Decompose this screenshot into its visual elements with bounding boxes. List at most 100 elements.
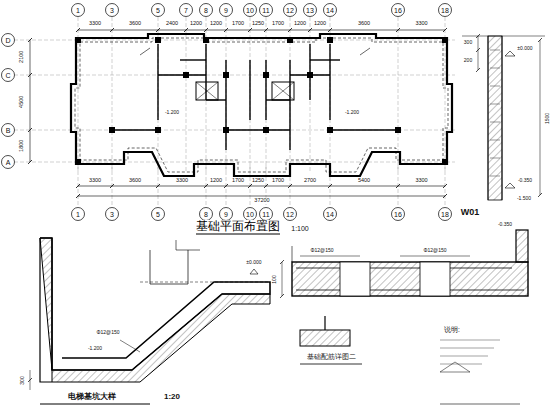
- axis-bubble: [284, 4, 297, 17]
- rebar: [490, 68, 500, 69]
- dim-tick: [443, 184, 447, 188]
- axis-label: 16: [393, 7, 403, 14]
- dimension-text: 2700: [303, 178, 317, 184]
- note-line: [440, 340, 500, 341]
- axis-bubble: [244, 4, 257, 17]
- column: [75, 37, 81, 43]
- axis-label: 10: [245, 7, 255, 14]
- drawing-title: W01: [460, 208, 481, 217]
- dimension-text: ±0.000: [245, 260, 262, 265]
- axis-bubble: [324, 208, 337, 221]
- dim-tick: [280, 260, 284, 264]
- foundation-beam: [265, 60, 266, 120]
- dimension-text: 1700: [231, 178, 245, 184]
- axis-label: 5: [155, 7, 161, 14]
- dim-tick: [204, 184, 208, 188]
- axis-label: A: [5, 159, 12, 166]
- axis-line: [250, 17, 251, 172]
- dim-tick: [76, 184, 80, 188]
- dimension-text: 1250: [251, 178, 265, 184]
- title-underline: [300, 364, 362, 365]
- column: [287, 37, 293, 43]
- axis-label: C: [4, 72, 11, 79]
- title-underline: [196, 234, 280, 235]
- axis-label: 1: [75, 211, 81, 218]
- axis-label: 11: [261, 7, 270, 14]
- rebar: [490, 176, 500, 177]
- note-line: [440, 404, 520, 405]
- axis-label: 3: [109, 7, 115, 14]
- foundation-beam: [112, 129, 158, 130]
- column: [183, 72, 189, 78]
- axis-label: 9: [223, 7, 229, 14]
- level-mark: [250, 269, 258, 274]
- axis-label: 16: [393, 211, 403, 218]
- dimension-text: 2400: [165, 21, 179, 27]
- dimension-text: 3300: [414, 21, 428, 27]
- rebar: [490, 104, 500, 105]
- dimension-text: ±0.000: [516, 46, 533, 51]
- dimension-text: 5400: [357, 178, 371, 184]
- dimension-line: [478, 36, 479, 70]
- pit-detail: [176, 240, 200, 250]
- leader: [300, 256, 360, 257]
- dimension-line: [292, 246, 293, 262]
- axis-label: 1:100: [290, 225, 310, 232]
- dimension-line: [78, 186, 445, 187]
- dim-tick: [28, 378, 32, 382]
- dim-tick: [328, 28, 332, 32]
- pit-wall: [40, 238, 52, 382]
- axis-bubble: [2, 69, 15, 82]
- foundation-beam: [158, 74, 206, 75]
- dimension-text: 说明:: [443, 327, 461, 334]
- axis-bubble: [392, 208, 405, 221]
- note-line: [440, 348, 494, 349]
- foundation-beam: [226, 129, 290, 130]
- dim-tick: [110, 184, 114, 188]
- axis-bubble: [220, 4, 233, 17]
- axis-bubble: [260, 208, 273, 221]
- rebar: [490, 140, 500, 141]
- dim-tick: [288, 184, 292, 188]
- axis-label: 1: [75, 7, 81, 14]
- axis-label: 5: [155, 211, 161, 218]
- column: [307, 72, 313, 78]
- dimension-text: Φ12@150: [96, 330, 121, 335]
- level-mark: [505, 183, 515, 188]
- dim-tick: [28, 73, 32, 77]
- dim-tick: [248, 28, 252, 32]
- dim-tick: [184, 28, 188, 32]
- leader: [120, 340, 140, 352]
- dimension-line: [282, 262, 283, 296]
- dimension-text: 1500: [546, 111, 551, 124]
- dim-tick: [156, 28, 160, 32]
- axis-label: 8: [203, 7, 209, 14]
- pit-cross: [196, 82, 218, 100]
- note-line: [440, 364, 482, 365]
- dimension-text: 基础配筋详图二: [306, 354, 357, 361]
- axis-bubble: [152, 4, 165, 17]
- foundation-slab: [292, 262, 528, 296]
- dim-tick: [443, 194, 447, 198]
- dim-tick: [443, 28, 447, 32]
- dim-tick: [110, 28, 114, 32]
- rebar: [296, 290, 524, 291]
- axis-label: 12: [285, 7, 295, 14]
- axis-bubble: [284, 208, 297, 221]
- dim-tick: [396, 28, 400, 32]
- foundation-beam: [157, 44, 158, 120]
- title-underline: [40, 404, 150, 405]
- beam-section: [340, 262, 370, 296]
- axis-label: 11: [261, 211, 270, 218]
- axis-label: 13: [305, 7, 315, 14]
- dimension-text: 3300: [88, 178, 102, 184]
- dimension-text: 3300: [175, 178, 189, 184]
- axis-line: [398, 17, 399, 172]
- dim-tick: [538, 38, 542, 42]
- leader: [400, 256, 470, 257]
- concrete-hatch: [40, 238, 270, 382]
- dimension-text: 1700: [271, 178, 285, 184]
- column: [75, 159, 81, 165]
- dimension-text: 1700: [271, 21, 285, 27]
- dimension-text: 100: [272, 274, 277, 284]
